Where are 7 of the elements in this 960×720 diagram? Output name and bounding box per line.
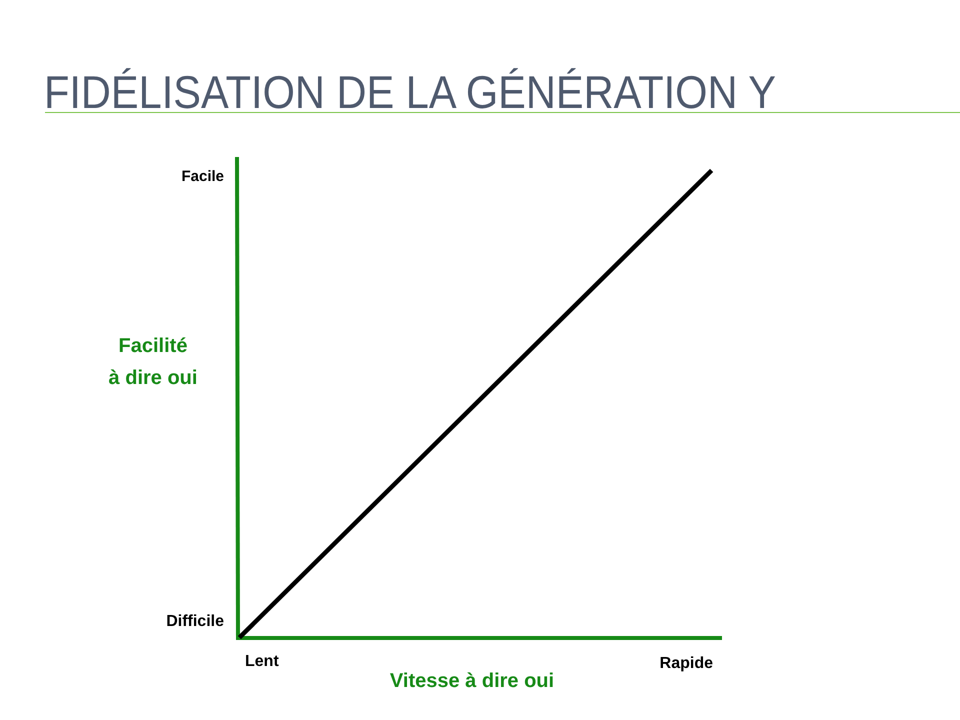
slide-title: FIDÉLISATION DE LA GÉNÉRATION Y	[44, 65, 776, 111]
axis-end-label: Lent	[245, 652, 279, 672]
axis-end-label: Facile	[181, 168, 224, 186]
axis-end-label: Difficile	[166, 612, 224, 632]
axis-title: Vitesse à dire oui	[390, 670, 554, 692]
axis-end-label: Rapide	[660, 654, 713, 674]
axis-title: Facilité à dire oui	[108, 334, 198, 391]
